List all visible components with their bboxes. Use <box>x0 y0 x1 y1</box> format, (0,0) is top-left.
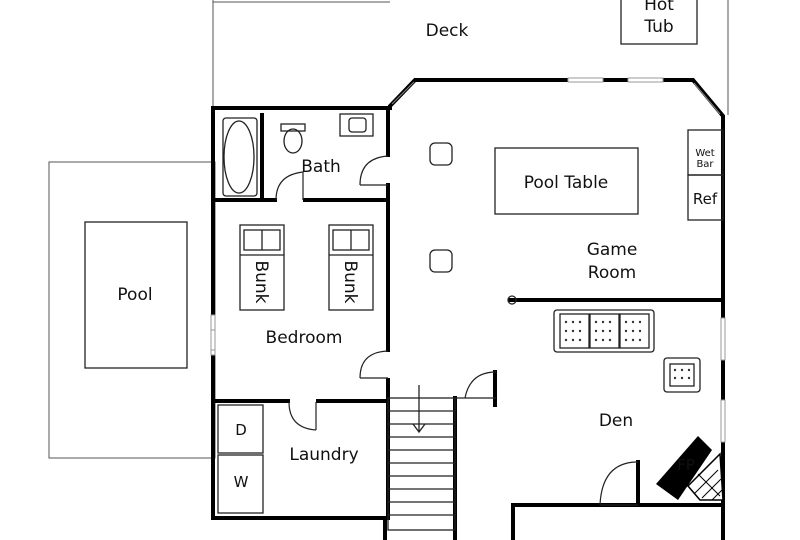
sink <box>339 113 374 137</box>
fireplace-label: FP <box>677 456 695 474</box>
pool <box>84 221 188 369</box>
bath-label: Bath <box>301 157 341 177</box>
stairs <box>387 385 456 531</box>
wet-bar-label-line2: Bar <box>696 159 714 170</box>
windows <box>210 77 726 443</box>
bath-fixtures <box>222 113 374 197</box>
pool-area <box>48 161 216 459</box>
deck-area <box>212 0 729 115</box>
bunk-left-label: Bunk <box>251 260 271 303</box>
pool-table-label: Pool Table <box>524 173 609 193</box>
bathtub <box>223 120 255 194</box>
chair-bottom <box>429 249 453 273</box>
hot-tub-label-line1: Hot <box>644 0 674 15</box>
doors <box>275 155 639 506</box>
refrigerator <box>687 174 724 221</box>
pool-deck-outline <box>48 161 216 459</box>
toilet <box>283 128 303 154</box>
armchair <box>663 357 701 393</box>
game-room-label-line2: Room <box>588 263 636 283</box>
ref-label: Ref <box>693 190 718 208</box>
game-room-label-line1: Game <box>587 240 638 260</box>
bedroom-label: Bedroom <box>266 328 343 348</box>
hot-tub <box>620 0 698 45</box>
pool-table <box>494 147 639 215</box>
interior-walls <box>211 106 725 520</box>
fireplace <box>656 436 724 501</box>
den-furniture <box>553 309 701 393</box>
den-label: Den <box>599 411 633 431</box>
sofa <box>553 309 655 353</box>
hot-tub-label-line2: Tub <box>643 17 673 37</box>
game-room-furniture <box>429 129 724 305</box>
washer-label: W <box>234 473 249 491</box>
deck-label: Deck <box>426 21 469 41</box>
sofa-cushion-dots <box>564 320 691 380</box>
laundry-appliances <box>217 404 264 514</box>
wet-bar-label-line1: Wet <box>695 148 714 159</box>
chair-top <box>429 142 453 166</box>
pool-label: Pool <box>117 285 152 305</box>
dryer <box>217 404 264 454</box>
laundry-label: Laundry <box>289 445 358 465</box>
bunk-bed-left <box>239 224 285 311</box>
bunk-right-label: Bunk <box>340 260 360 303</box>
washer <box>217 454 264 514</box>
dryer-label: D <box>235 421 247 439</box>
bunk-bed-right <box>328 224 374 311</box>
